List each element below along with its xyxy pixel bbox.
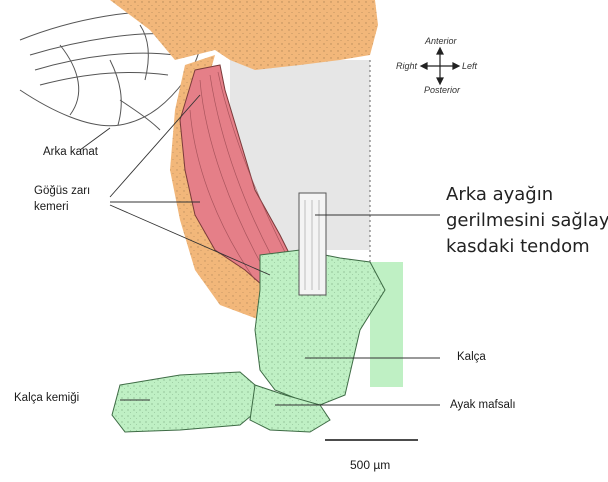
coxa-label: Kalça — [457, 351, 486, 363]
compass-left-label: Left — [462, 61, 477, 71]
joint-label: Ayak mafsalı — [450, 399, 516, 411]
compass-right-label: Right — [396, 61, 417, 71]
compass-anterior-label: Anterior — [425, 36, 457, 46]
compass-rose — [421, 48, 459, 84]
tendon-label: Arka ayağın gerilmesini sağlayan kasdaki… — [446, 182, 608, 260]
tendon-label-line-3: kasdaki tendom — [446, 234, 608, 260]
tendon — [299, 193, 326, 295]
membrane-belt-label: Göğüs zarı kemeri — [34, 183, 106, 215]
femur-label: Kalça kemiği — [14, 392, 79, 404]
scale-label: 500 µm — [350, 458, 390, 472]
tendon-label-line-1: Arka ayağın — [446, 182, 608, 208]
hind-wing-label: Arka kanat — [43, 146, 98, 158]
tendon-label-line-2: gerilmesini sağlayan — [446, 208, 608, 234]
compass-posterior-label: Posterior — [424, 85, 460, 95]
